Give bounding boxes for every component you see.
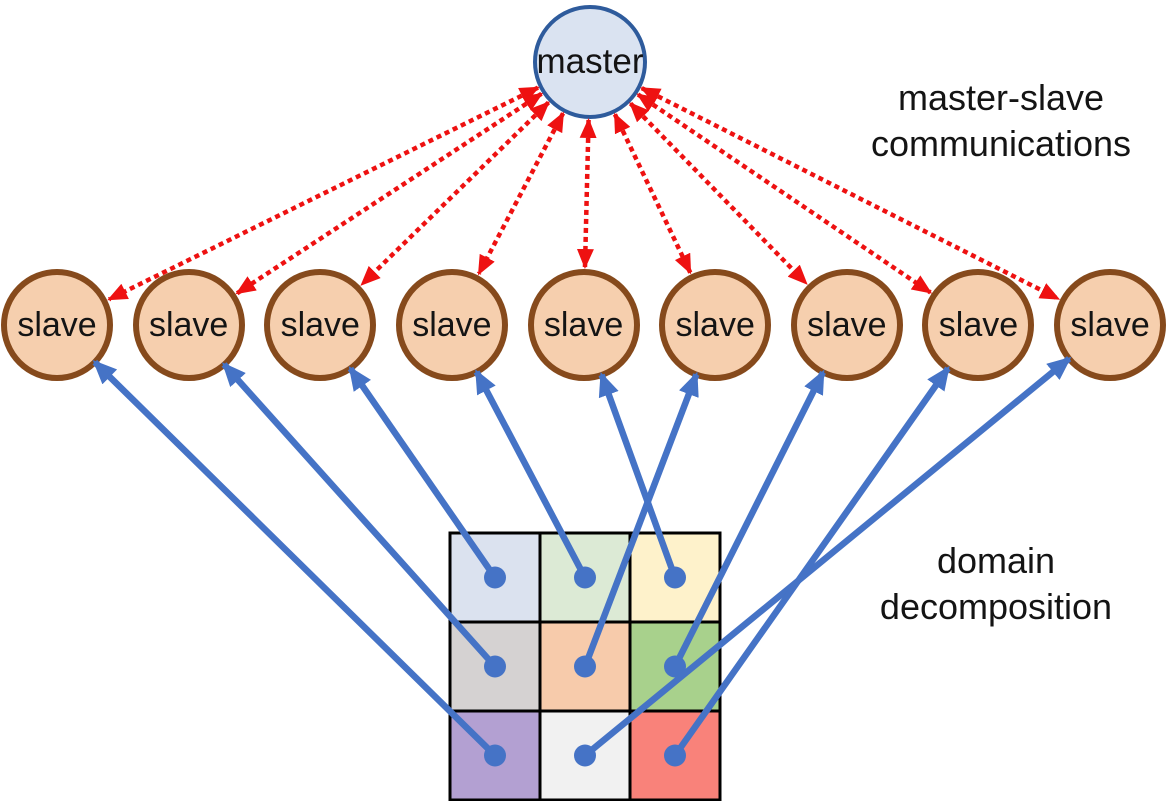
slave-label: slave [280,305,360,344]
dot-cell-r3-c3 [664,744,686,767]
domain-arrows [92,356,1072,767]
grid-cell-r3-c2 [538,709,632,801]
dot-cell-r1-c3 [664,566,686,589]
domain-arrow-cell-r2-c3-to-slave-7 [672,369,826,668]
domain-arrow-cell-r2-c2-to-slave-6 [581,371,700,668]
comm-arrow-slave-6 [612,112,693,275]
comm-arrow-slave-2 [235,91,544,296]
slave-label: slave [938,305,1019,344]
domain-arrow-cell-r3-c3-to-slave-8 [672,365,951,758]
domain-arrow-cell-r1-c1-to-slave-3 [347,366,498,580]
slave-label: slave [675,305,755,344]
slave-node-9: slave [1054,269,1167,381]
comm-arrow-slave-9 [639,86,1061,301]
slave-node-5: slave [527,269,640,381]
slave-label: slave [148,305,229,344]
slave-label: slave [17,305,97,344]
comm-arrow-slave-7 [628,101,808,286]
slave-label: slave [807,305,887,344]
slave-label: slave [412,305,492,344]
domain-arrow-cell-r1-c2-to-slave-4 [473,369,588,580]
slave-label: slave [543,305,624,344]
domain-arrow-cell-r1-c3-to-slave-5 [598,372,679,579]
dot-cell-r3-c1 [484,744,506,767]
domain-arrow-cell-r3-c1-to-slave-1 [92,359,498,758]
dot-cell-r2-c2 [574,655,596,678]
dot-cell-r1-c1 [484,566,506,589]
comm-arrow-slave-4 [476,111,566,276]
dot-cell-r2-c1 [484,655,506,678]
master-node: master [533,5,647,119]
domain-arrow-cell-r2-c1-to-slave-2 [221,362,498,669]
comm-arrow-slave-5 [576,117,597,270]
label-domain-decomposition: domain decomposition [796,538,1174,630]
annotation-line: decomposition [879,586,1113,627]
master-slave-arrows [107,85,1061,302]
comm-arrow-slave-1 [107,85,540,302]
dot-cell-r3-c2 [574,744,596,767]
dot-cell-r1-c2 [574,566,596,589]
comm-arrow-slave-8 [636,92,933,295]
domain-arrow-cell-r3-c2-to-slave-9 [582,356,1072,759]
dot-cell-r2-c3 [664,655,686,678]
annotation-line: domain [936,540,1056,581]
domain-grid [448,531,722,801]
master-label: master [536,42,644,81]
slave-label: slave [1070,305,1150,344]
comm-arrow-slave-3 [360,100,551,287]
